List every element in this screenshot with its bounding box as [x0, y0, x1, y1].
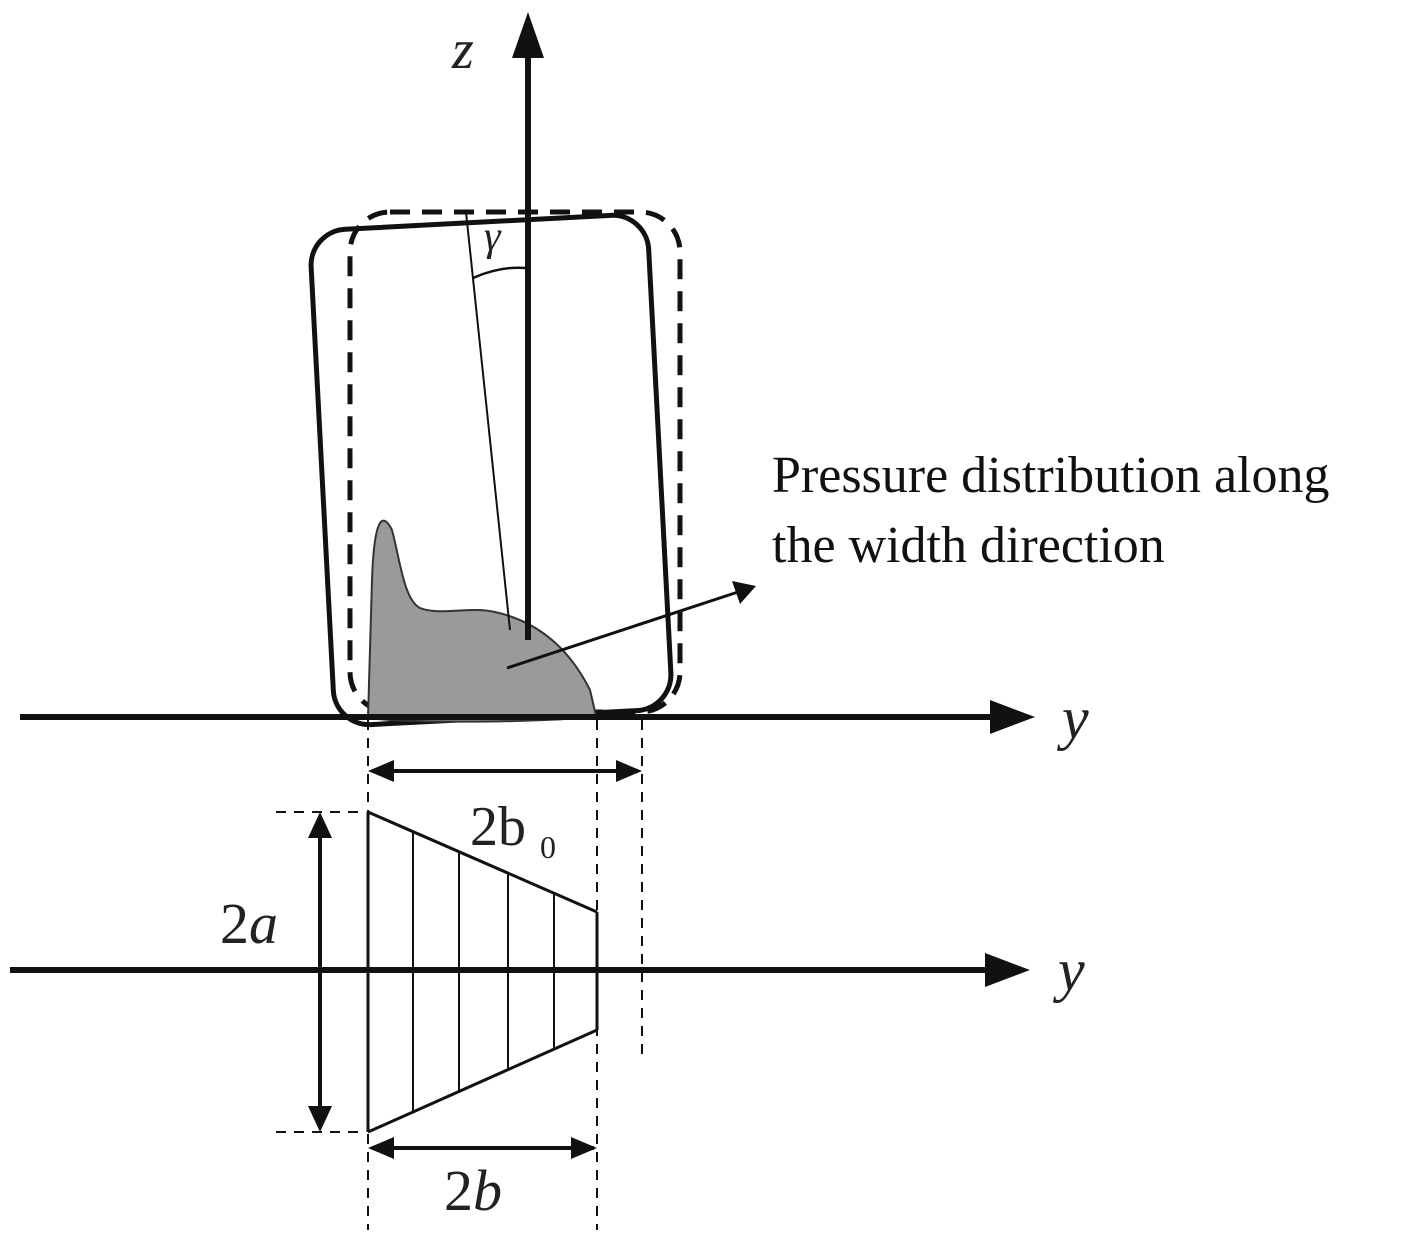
- contact-patch-trapezoid: [366, 810, 599, 1134]
- dimension-2b0-subscript: 0: [540, 829, 556, 865]
- annotation-line-2: the width direction: [772, 517, 1165, 574]
- pressure-distribution-shape: [366, 519, 598, 723]
- dimension-2a-arrow-top: [308, 812, 332, 838]
- z-axis-arrowhead: [512, 12, 544, 58]
- y-axis-top-label: y: [1056, 685, 1089, 751]
- tire-centerline: [465, 211, 511, 631]
- patch-top-edge: [367, 810, 598, 914]
- patch-bottom-edge: [367, 1028, 598, 1134]
- annotation-arrowhead: [732, 581, 756, 604]
- dimension-2a-arrow-bottom: [308, 1106, 332, 1132]
- dimension-2b-arrow-left: [368, 1137, 394, 1159]
- annotation-leader-line: [506, 590, 739, 670]
- dimension-2a-label: 2a: [220, 891, 278, 956]
- dimension-2b0-arrow-right: [616, 760, 642, 782]
- dimension-2b0-label: 2b: [470, 796, 526, 858]
- y-axis-top-arrowhead: [990, 700, 1035, 734]
- dimension-2b-arrow-right: [571, 1137, 597, 1159]
- dimension-2b-label: 2b: [444, 1158, 502, 1223]
- undeformed-tire-outline: [347, 209, 683, 715]
- camber-angle-label: γ: [484, 214, 502, 260]
- y-axis-bottom-label: y: [1052, 937, 1085, 1003]
- camber-angle-arc: [472, 266, 527, 280]
- dimension-2b0-arrow-left: [368, 760, 394, 782]
- annotation-line-1: Pressure distribution along: [772, 447, 1330, 504]
- z-axis-label: z: [451, 19, 474, 81]
- y-axis-bottom-arrowhead: [985, 953, 1030, 987]
